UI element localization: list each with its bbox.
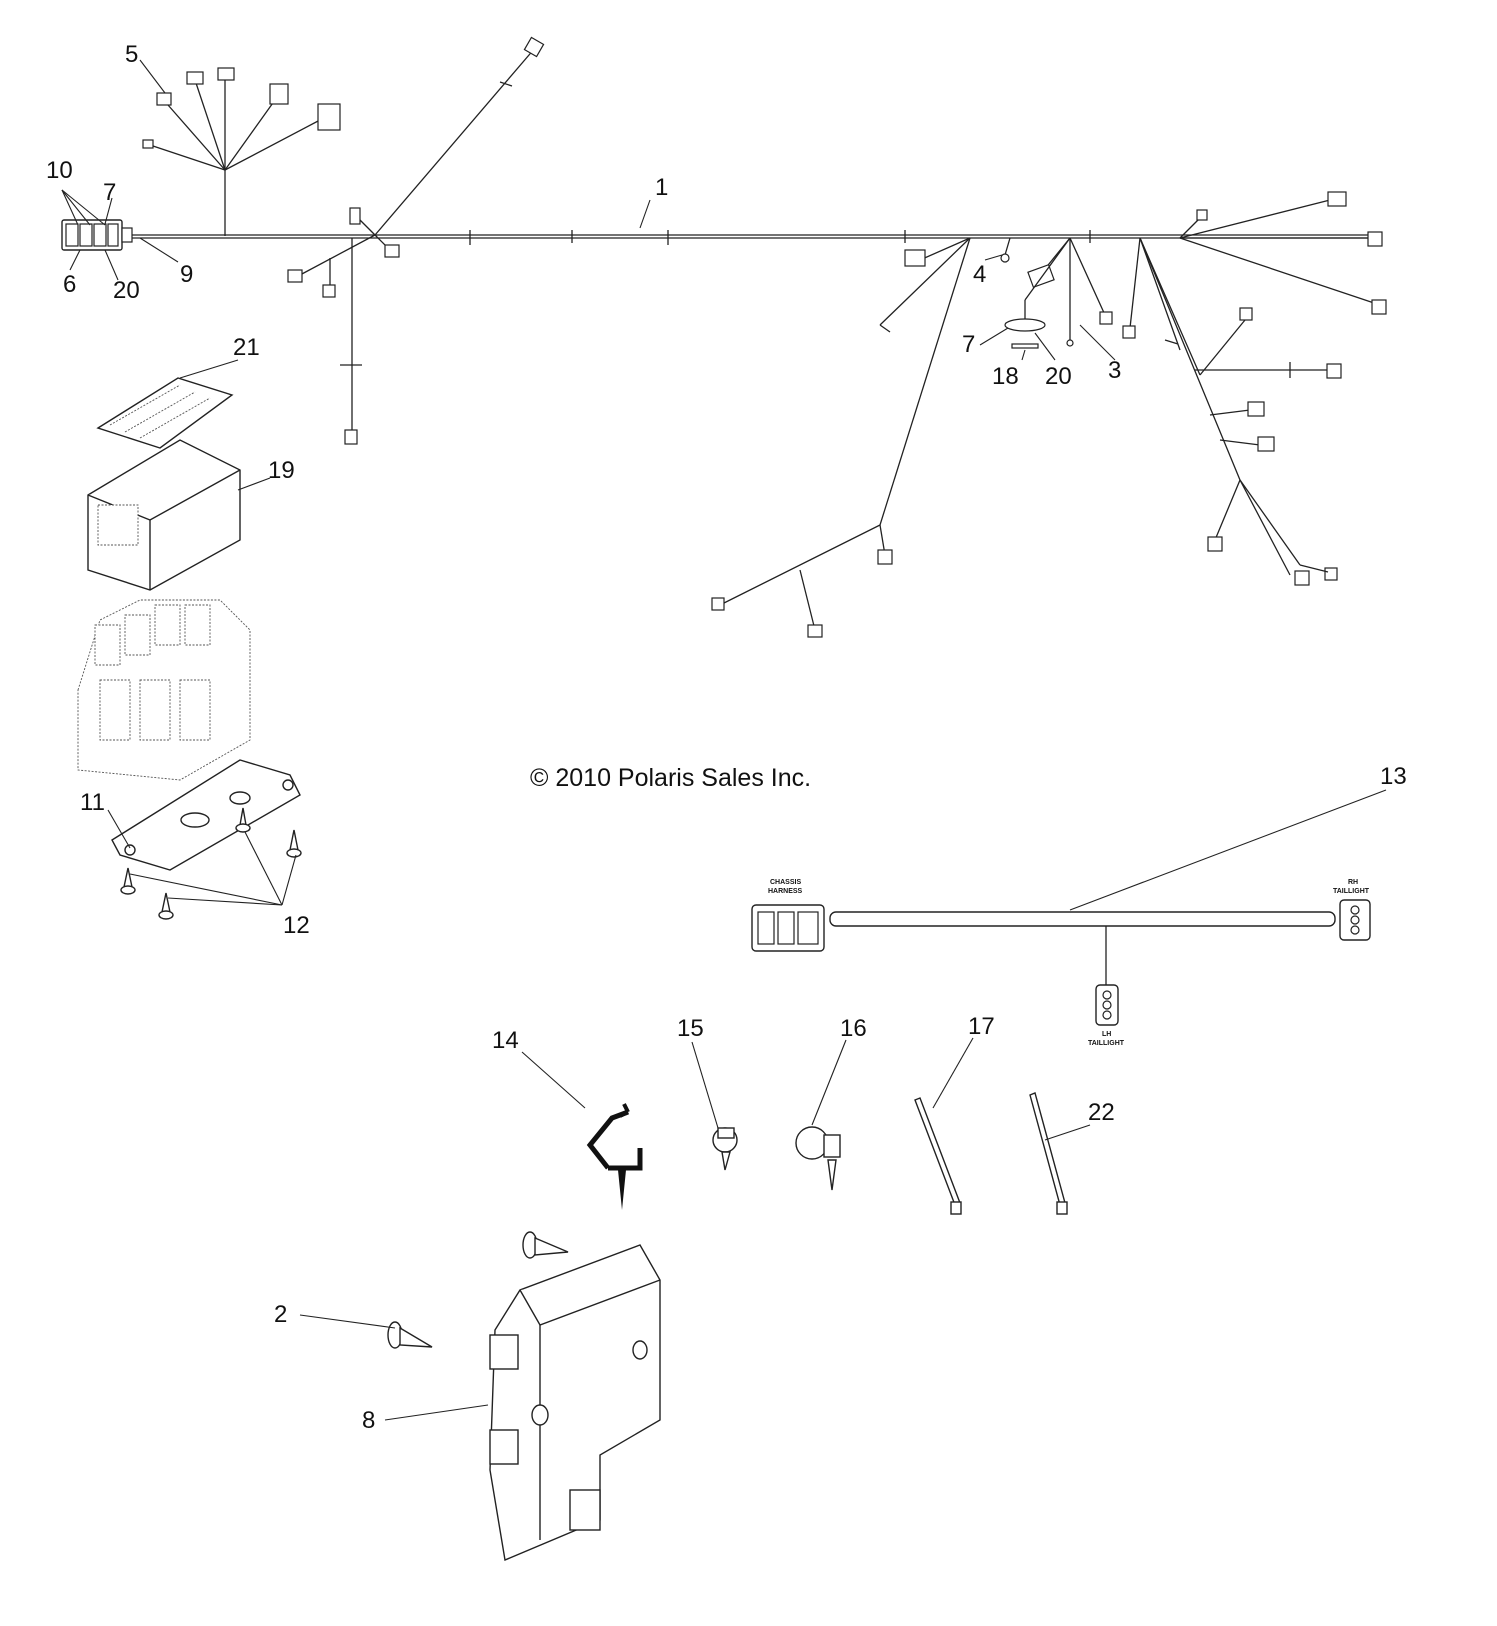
rh-label-1: RH (1348, 879, 1358, 886)
callout-6: 6 (63, 271, 76, 298)
callout-18: 18 (992, 363, 1019, 390)
callout-19: 19 (268, 457, 295, 484)
callout-20b: 20 (1045, 363, 1072, 390)
callout-3: 3 (1108, 357, 1121, 384)
control-module (489, 1244, 661, 1561)
harness-clip (586, 1103, 643, 1210)
fuse-box-gasket (111, 759, 301, 871)
harness-text: CHASSIS HARNESS RH TAILLIGHT LH TAILLIGH… (768, 879, 1370, 1047)
callout-7: 7 (103, 179, 116, 206)
lh-label-2: TAILLIGHT (1088, 1040, 1125, 1047)
fuse-box-cover (87, 439, 241, 591)
callout-13: 13 (1380, 763, 1407, 790)
callout-9: 9 (180, 261, 193, 288)
callout-17: 17 (968, 1013, 995, 1040)
callout-7b: 7 (962, 331, 975, 358)
cable-ties (914, 1092, 1068, 1215)
callout-22: 22 (1088, 1099, 1115, 1126)
copyright-notice: © 2010 Polaris Sales Inc. (530, 764, 811, 792)
leader-lines (61, 59, 1387, 1421)
callout-21: 21 (233, 334, 260, 361)
fuse-box (77, 599, 251, 781)
callout-12: 12 (283, 912, 310, 939)
callout-1: 1 (655, 174, 668, 201)
chassis-label-1: CHASSIS (770, 879, 801, 886)
callout-14: 14 (492, 1027, 519, 1054)
callout-11: 11 (80, 789, 105, 816)
callout-labels: 1 5 10 7 6 20 9 21 19 11 12 4 7 18 20 3 … (46, 41, 1407, 1434)
main-harness (61, 36, 1387, 638)
module-screws (387, 1231, 569, 1349)
callout-2: 2 (274, 1301, 287, 1328)
callout-4: 4 (973, 261, 986, 288)
screws (120, 807, 302, 920)
callout-5: 5 (125, 41, 138, 68)
lh-label-1: LH (1102, 1031, 1111, 1038)
callout-15: 15 (677, 1015, 704, 1042)
callout-8: 8 (362, 1407, 375, 1434)
taillight-harness (751, 899, 1371, 1026)
edge-clip (712, 1127, 738, 1171)
fuse-label-decal (96, 377, 234, 449)
callout-16: 16 (840, 1015, 867, 1042)
chassis-label-2: HARNESS (768, 888, 803, 895)
rh-label-2: TAILLIGHT (1333, 888, 1370, 895)
fuse-connector (61, 219, 133, 251)
wire-clamp (795, 1126, 841, 1191)
callout-20: 20 (113, 277, 140, 304)
callout-10: 10 (46, 157, 73, 184)
